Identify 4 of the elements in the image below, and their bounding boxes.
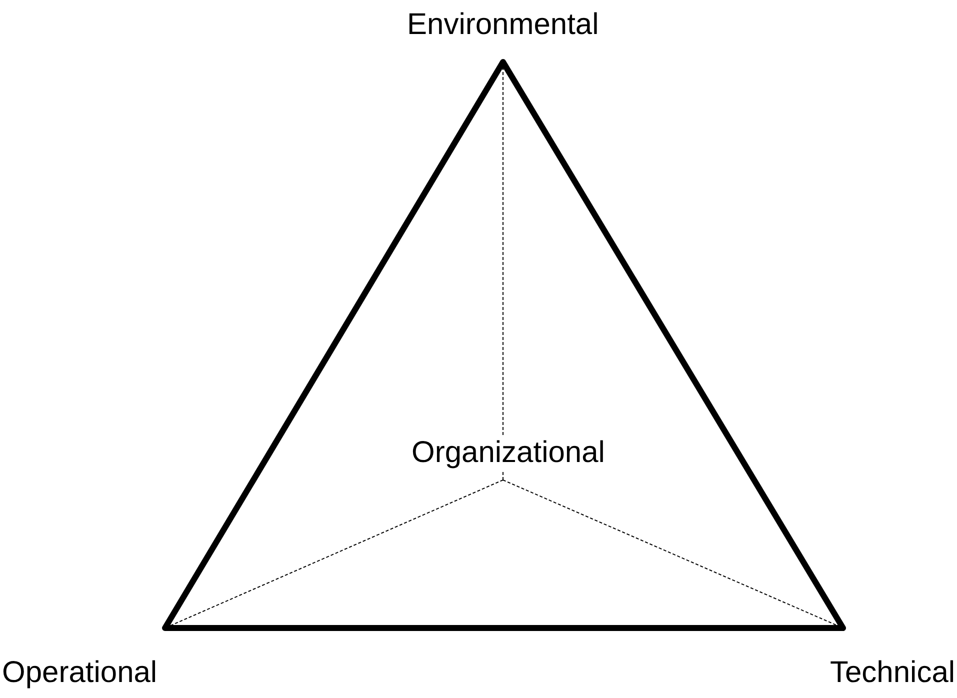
vertex-label: Operational bbox=[2, 656, 158, 690]
vertex-label: Technical bbox=[830, 656, 956, 690]
vertex-label: Organizational bbox=[412, 436, 605, 470]
vertex-label: Environmental bbox=[407, 8, 599, 42]
